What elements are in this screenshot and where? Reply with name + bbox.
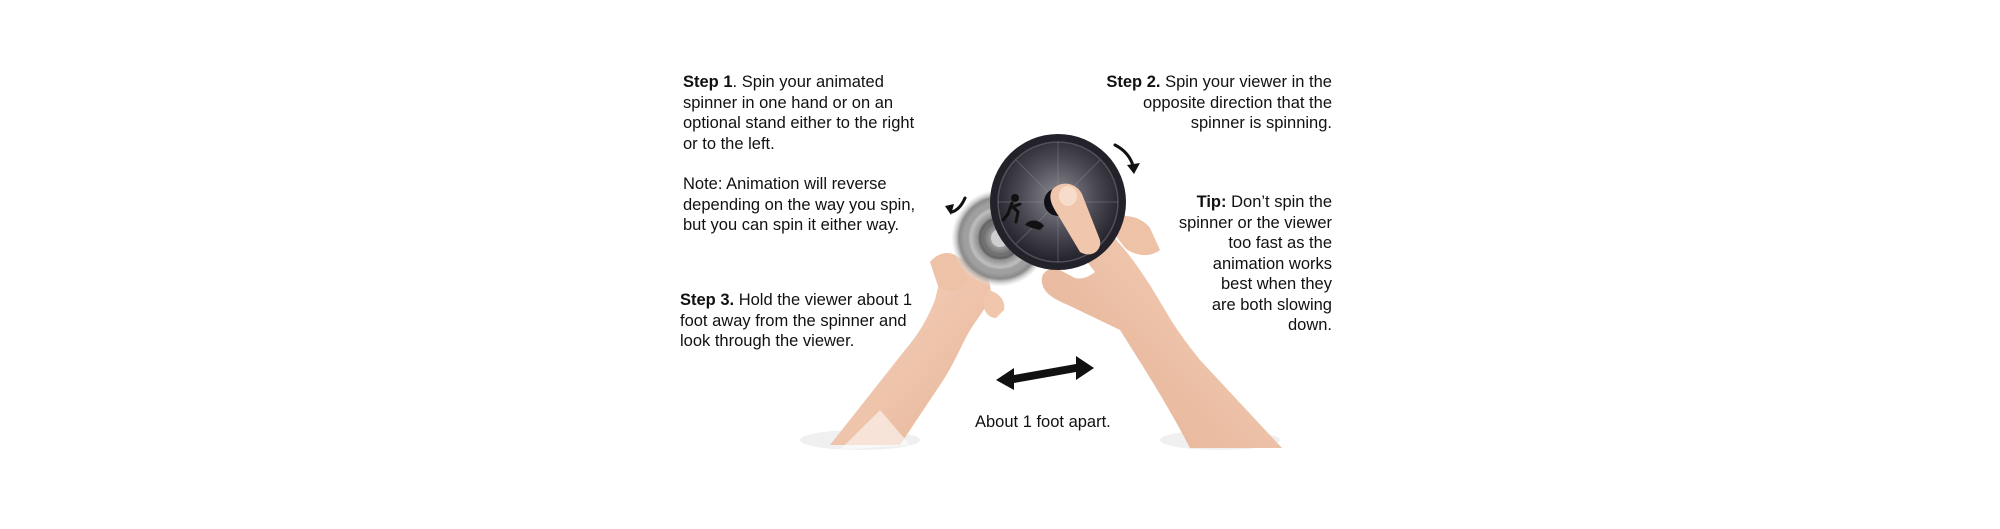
step1-text: Step 1. Spin your animated spinner in on… xyxy=(683,72,914,154)
tip-text: Tip: Don’t spin the spinner or the viewe… xyxy=(1179,192,1332,336)
step2-line-3: spinner is spinning. xyxy=(1190,114,1332,132)
rotate-arrow-icon xyxy=(950,143,1135,214)
step1-line-4: or to the left. xyxy=(683,134,775,153)
step2-line-2: opposite direction that the xyxy=(1143,93,1332,112)
step2-text: Step 2. Spin your viewer in the opposite… xyxy=(1106,72,1332,134)
step2-line-1: Spin your viewer in the xyxy=(1160,73,1332,91)
tip-line-1: Don’t spin the xyxy=(1226,193,1332,211)
note-line-1: Note: Animation will reverse xyxy=(683,175,887,193)
tip-line-5: best when they xyxy=(1221,275,1332,293)
note-text: Note: Animation will reverse depending o… xyxy=(683,174,915,236)
note-line-3: but you can spin it either way. xyxy=(683,216,900,234)
double-arrow-icon xyxy=(996,356,1094,390)
rotate-arrowhead-icon xyxy=(945,163,1140,215)
step1-line-2: spinner in one hand or on an xyxy=(683,93,894,112)
step3-label: Step 3. xyxy=(680,291,735,309)
step3-line-2: foot away from the spinner and xyxy=(680,311,907,330)
step3-text: Step 3. Hold the viewer about 1 foot awa… xyxy=(680,290,912,352)
step1-line-1: . Spin your animated xyxy=(732,73,884,91)
viewer-disc-icon xyxy=(990,134,1126,270)
step2-label: Step 2. xyxy=(1106,73,1161,91)
tip-line-7: down. xyxy=(1287,316,1332,334)
tip-label: Tip: xyxy=(1196,193,1227,211)
tip-line-6: are both slowing xyxy=(1211,295,1332,314)
step3-line-1: Hold the viewer about 1 xyxy=(734,291,913,309)
step1-label: Step 1 xyxy=(683,73,733,91)
step3-line-3: look through the viewer. xyxy=(680,332,855,350)
note-line-2: depending on the way you spin, xyxy=(683,195,916,214)
step1-line-3: optional stand either to the right xyxy=(683,114,915,132)
tip-line-3: too fast as the xyxy=(1228,234,1332,252)
tip-line-4: animation works xyxy=(1212,254,1332,273)
distance-caption: About 1 foot apart. xyxy=(975,413,1111,431)
tip-line-2: spinner or the viewer xyxy=(1178,213,1332,232)
